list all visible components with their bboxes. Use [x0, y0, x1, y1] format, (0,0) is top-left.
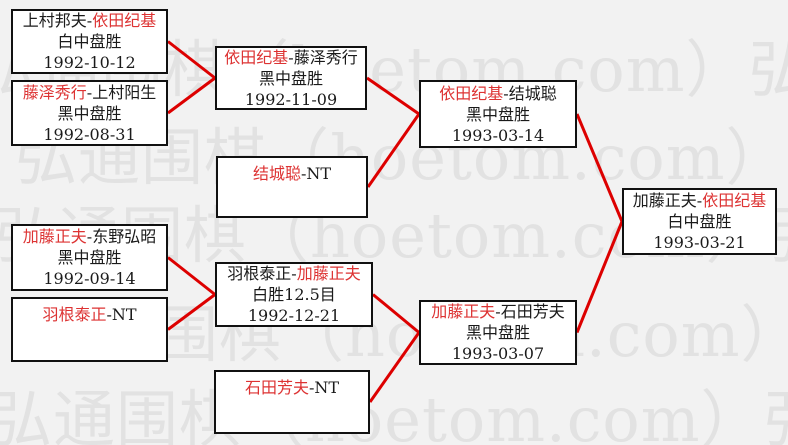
player-separator: - [308, 378, 315, 397]
player-separator: - [291, 264, 297, 283]
match-box-round1-match4: 羽根泰正-NT [11, 297, 168, 362]
player-separator: - [86, 82, 93, 102]
player-name: 藤泽秀行 [22, 82, 87, 102]
player-name: 加藤正夫 [22, 227, 87, 246]
match-players: 石田芳夫-NT [245, 377, 339, 398]
player-name: 羽根泰正 [227, 264, 292, 283]
match-date: 1992-12-21 [247, 306, 341, 325]
player-separator: - [503, 83, 509, 103]
connector-line [167, 40, 216, 80]
match-players: 依田纪基-结城聪 [439, 83, 556, 104]
match-box-round2-match2: 结城聪-NT [216, 156, 368, 218]
connector-line [366, 113, 421, 188]
player-name: 依田纪基 [224, 47, 289, 67]
match-players: 加藤正夫-东野弘昭 [23, 226, 156, 247]
match-result: 黑中盘胜 [258, 68, 323, 88]
connector-line [167, 76, 216, 115]
match-result: 白胜12.5目 [252, 285, 336, 304]
player-name: 结城聪 [252, 164, 301, 183]
match-date: 1993-03-07 [451, 344, 545, 363]
player-name: 依田纪基 [439, 83, 504, 103]
player-name: NT [306, 164, 332, 183]
player-name: 依田纪基 [92, 11, 157, 30]
match-result: 白中盘胜 [667, 212, 732, 231]
match-date: 1992-11-09 [244, 89, 338, 109]
match-players: 羽根泰正-加藤正夫 [227, 263, 360, 284]
match-result: 黑中盘胜 [57, 103, 122, 123]
connector-line [575, 220, 624, 334]
match-players: 羽根泰正-NT [42, 304, 136, 325]
match-players: 依田纪基-藤泽秀行 [224, 47, 357, 68]
match-date: 1992-09-14 [43, 269, 136, 288]
match-date: 1993-03-21 [653, 233, 746, 252]
player-name: NT [314, 378, 340, 397]
match-box-round2-match4: 石田芳夫-NT [214, 370, 370, 434]
watermark-text: 弘通围棋（hoetom.com） [764, 383, 788, 445]
match-players: 上村邦夫-依田纪基 [23, 10, 156, 31]
connector-line [167, 256, 216, 296]
player-name: 藤泽秀行 [293, 47, 358, 67]
player-name: 加藤正夫 [632, 191, 697, 210]
player-name: 上村阳生 [92, 82, 157, 102]
match-players: 结城聪-NT [253, 163, 331, 184]
player-name: NT [111, 305, 137, 324]
player-name: 上村邦夫 [22, 11, 87, 30]
match-result: 黑中盘胜 [465, 323, 530, 342]
player-name: 结城聪 [508, 83, 557, 103]
player-separator: - [86, 227, 93, 246]
match-players: 藤泽秀行-上村阳生 [23, 82, 156, 103]
player-name: 石田芳夫 [500, 302, 565, 321]
connector-line [366, 76, 420, 116]
player-name: 依田纪基 [702, 191, 767, 210]
player-separator: - [106, 305, 112, 324]
player-separator: - [86, 11, 93, 30]
player-name: 东野弘昭 [92, 227, 157, 246]
watermark-row: 弘通围棋（hoetom.com）弘通围棋（hoetom.com） [0, 389, 788, 445]
match-date: 1993-03-14 [451, 125, 545, 145]
watermark-text: 弘通围棋（hoetom.com） [0, 383, 764, 445]
connector-line [167, 293, 216, 331]
player-separator: - [696, 191, 703, 210]
connector-line [372, 293, 420, 334]
match-result: 黑中盘胜 [465, 104, 530, 124]
match-date: 1992-10-12 [43, 53, 136, 72]
watermark-text: 弘通围棋（hoetom.com） [748, 33, 788, 106]
match-players: 加藤正夫-石田芳夫 [431, 301, 564, 322]
player-separator: - [495, 302, 501, 321]
player-separator: - [288, 47, 294, 67]
match-date: 1992-08-31 [43, 124, 136, 144]
match-result: 白中盘胜 [57, 32, 122, 51]
player-separator: - [300, 164, 307, 183]
player-name: 羽根泰正 [42, 305, 107, 324]
connector-line [575, 113, 624, 223]
match-result: 黑中盘胜 [57, 248, 122, 267]
player-name: 加藤正夫 [431, 302, 496, 321]
match-players: 加藤正夫-依田纪基 [633, 190, 766, 211]
player-name: 石田芳夫 [244, 378, 309, 397]
player-name: 加藤正夫 [296, 264, 361, 283]
connector-line [368, 331, 421, 403]
